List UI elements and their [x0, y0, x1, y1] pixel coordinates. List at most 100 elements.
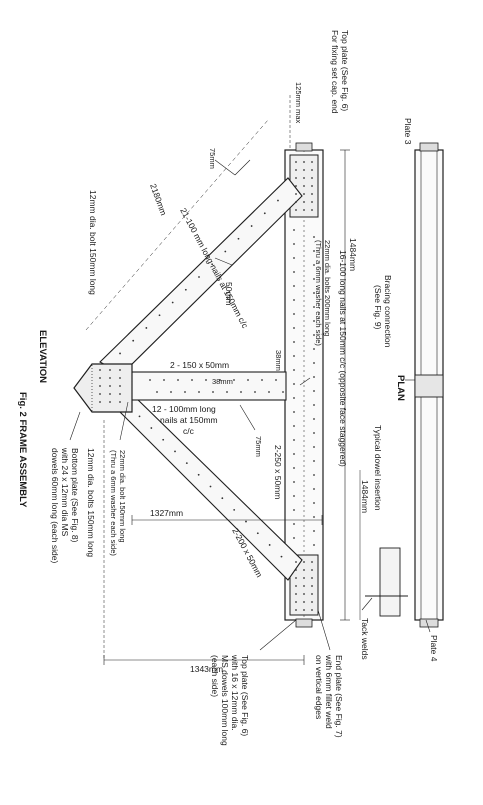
apex-plate: [73, 363, 133, 413]
nail-dot: [295, 569, 297, 571]
nail-dot: [313, 446, 315, 448]
member-150: 2 - 150 x 50mm: [170, 360, 229, 370]
plan-group: [359, 142, 444, 633]
nail-dot: [282, 391, 284, 393]
nail-dot: [311, 201, 313, 203]
nail-dot: [311, 169, 313, 171]
nail-dot: [313, 404, 315, 406]
dim-125: 125mm max: [294, 82, 303, 124]
nail-dot: [293, 313, 295, 315]
dim-50: 50mm: [224, 282, 234, 306]
nail-dot: [313, 488, 315, 490]
nail-dot: [119, 385, 121, 387]
nail-dot: [280, 555, 283, 558]
nail-dot: [311, 585, 313, 587]
nail-dot: [295, 593, 297, 595]
nail-dot: [293, 481, 295, 483]
nail-dot: [247, 379, 249, 381]
nail-dot: [99, 377, 101, 379]
nail-dot: [184, 288, 187, 291]
nail-dot: [295, 585, 297, 587]
nail-dot: [313, 306, 315, 308]
nail-dot: [303, 601, 305, 603]
nail-dot: [156, 391, 158, 393]
figure-caption: Fig. 2 FRAME ASSEMBLY: [17, 392, 28, 508]
nail-dot: [162, 438, 165, 441]
nail-dot: [311, 177, 313, 179]
nail-dot: [311, 193, 313, 195]
nail-dot: [295, 161, 297, 163]
nail-dot: [191, 379, 193, 381]
nail-dot: [311, 209, 313, 211]
nail-dot: [150, 427, 153, 429]
nail-dot: [295, 177, 297, 179]
nail-dot: [295, 601, 297, 603]
nail-dot: [293, 369, 295, 371]
nail-dot: [109, 369, 111, 371]
nail-dot: [303, 569, 305, 571]
dim-38b: 38mm: [212, 377, 233, 386]
nail-dot: [174, 450, 176, 453]
nail-dot: [224, 250, 227, 253]
nail-dot: [237, 237, 240, 240]
nail-dot: [119, 377, 121, 379]
nail-dot: [311, 601, 313, 603]
end-plate-2: with 6mm fillet weld: [324, 654, 334, 729]
tack-welds-label: Tack welds: [360, 618, 370, 660]
nail-dot: [119, 401, 121, 403]
nail-dot: [303, 201, 305, 203]
bracing-connection-label: Bracing connection: [383, 275, 393, 348]
nail-dot: [293, 537, 295, 539]
nail-dot: [293, 383, 295, 385]
end-plate-3: on vertical edges: [314, 655, 324, 719]
nail-dot: [149, 379, 151, 381]
nail-dot: [313, 530, 315, 532]
typical-dowel-label: Typical dowel insertion: [373, 425, 383, 511]
nail-dot: [313, 320, 315, 322]
nail-dot: [293, 467, 295, 469]
nail-dot: [295, 209, 297, 211]
bolt-12-label: 12mm dia. bolt 150mm long: [88, 190, 98, 295]
dowel-detail: [379, 547, 401, 617]
nail-dot: [293, 397, 295, 399]
nail-dot: [240, 391, 242, 393]
nail-dot: [313, 362, 315, 364]
nail-dot: [170, 391, 172, 393]
nail-dot: [256, 532, 259, 535]
nail-dot: [303, 609, 305, 611]
nail-dot: [293, 439, 295, 441]
dim-1484: 1484mm: [348, 238, 358, 271]
bolts-22b-label: 22mm dia. bolt 150mm long: [118, 450, 127, 543]
nail-dot: [245, 520, 247, 523]
nail-dot: [303, 209, 305, 211]
plan-labels: Plate 3 Plate 4 Bracing connection (See …: [360, 118, 439, 662]
member-250: 2-250 x 50mm: [273, 445, 283, 499]
nail-dot: [295, 201, 297, 203]
plan-dim-1484: 1484mm: [360, 480, 370, 513]
nail-dot: [109, 393, 111, 395]
nail-dot: [313, 460, 315, 462]
nail-dot: [293, 509, 295, 511]
nail-dot: [233, 379, 235, 381]
nail-dot: [226, 391, 228, 393]
nail-dot: [138, 415, 141, 418]
nail-dot: [303, 177, 305, 179]
nail-dot: [185, 462, 188, 465]
bolts-22b-note: (Thru a 6mm washer each side): [109, 450, 118, 556]
plate4-label: Plate 4: [429, 635, 439, 662]
nail-dots: [99, 161, 315, 611]
nail-dot: [313, 516, 315, 518]
nail-dot: [177, 379, 179, 381]
nail-dot: [275, 379, 277, 381]
nail-dot: [250, 225, 253, 227]
nail-dot: [99, 393, 101, 395]
nail-dot: [311, 161, 313, 163]
bracing-connection-ref: (See Fig. 9): [373, 285, 383, 330]
nail-dot: [303, 593, 305, 595]
nails-16-label: 16-100 long nails at 150mm c/c (opposite…: [338, 250, 348, 467]
nail-dot: [293, 341, 295, 343]
elevation-group: [69, 95, 350, 665]
nail-dot: [295, 185, 297, 187]
nail-dot: [268, 544, 271, 546]
bottom-plate-1: Bottom plate (See Fig. 8): [70, 448, 80, 543]
